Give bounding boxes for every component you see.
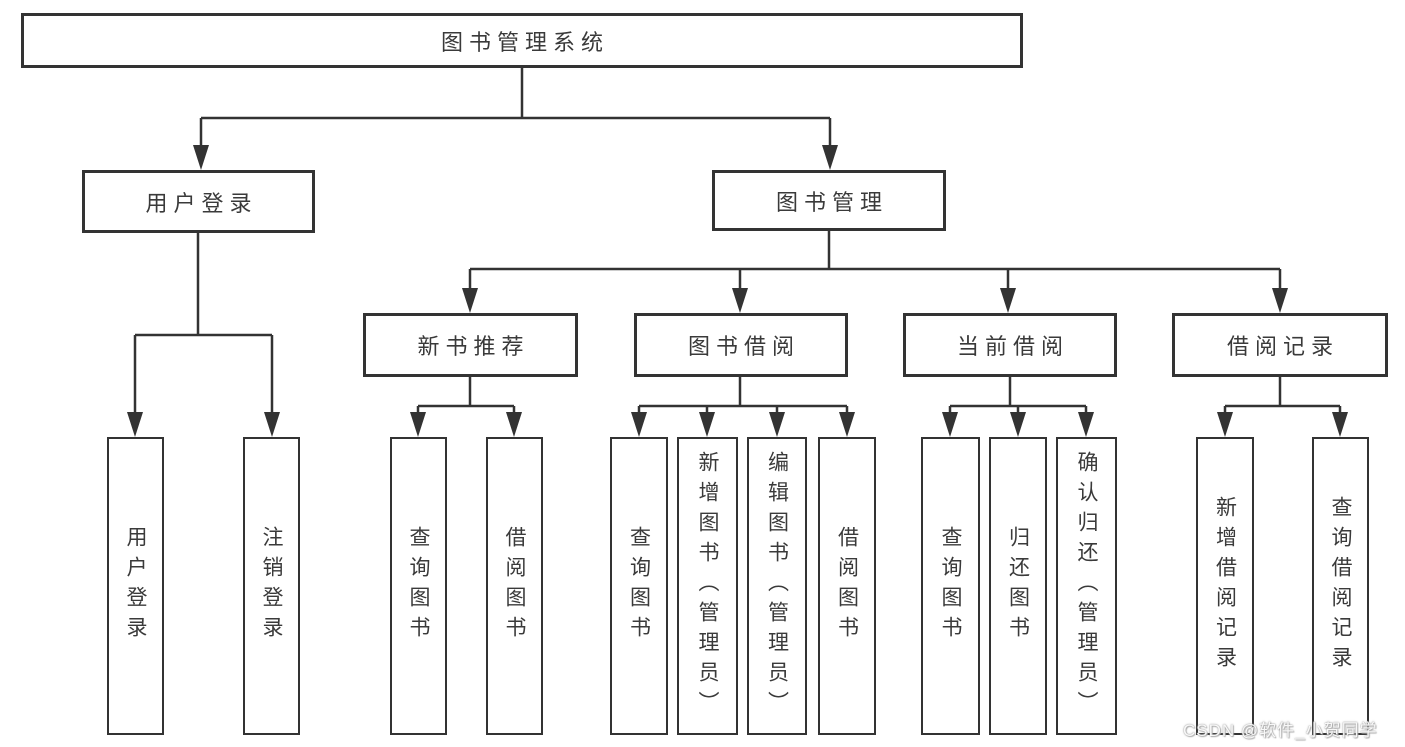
leaf-logout: 注销登录 xyxy=(243,437,300,735)
leaf-edit-book-admin: 编辑图书（管理员） xyxy=(747,437,807,735)
leaf-user-login: 用户登录 xyxy=(107,437,164,735)
node-new-book-recommend: 新书推荐 xyxy=(363,313,578,377)
node-book-management: 图书管理 xyxy=(712,170,946,231)
leaf-borrow-books-recommend: 借阅图书 xyxy=(486,437,543,735)
node-current-borrowing: 当前借阅 xyxy=(903,313,1117,377)
connector-path xyxy=(133,68,1342,413)
node-book-borrowing: 图书借阅 xyxy=(634,313,848,377)
leaf-borrow-books: 借阅图书 xyxy=(818,437,876,735)
leaf-query-books-current: 查询图书 xyxy=(921,437,980,735)
node-library-management-system: 图书管理系统 xyxy=(21,13,1023,68)
leaf-query-books-recommend: 查询图书 xyxy=(390,437,447,735)
node-user-login: 用户登录 xyxy=(82,170,315,233)
arrowheads xyxy=(127,145,1348,437)
leaf-query-books-borrowing: 查询图书 xyxy=(610,437,668,735)
leaf-add-borrow-record: 新增借阅记录 xyxy=(1196,437,1254,735)
leaf-return-book: 归还图书 xyxy=(989,437,1047,735)
leaf-confirm-return-admin: 确认归还（管理员） xyxy=(1056,437,1117,735)
node-borrowing-records: 借阅记录 xyxy=(1172,313,1388,377)
leaf-query-borrow-record: 查询借阅记录 xyxy=(1312,437,1369,735)
leaf-add-book-admin: 新增图书（管理员） xyxy=(677,437,738,735)
csdn-watermark: CSDN @软件_小贺同学 xyxy=(1183,721,1378,740)
